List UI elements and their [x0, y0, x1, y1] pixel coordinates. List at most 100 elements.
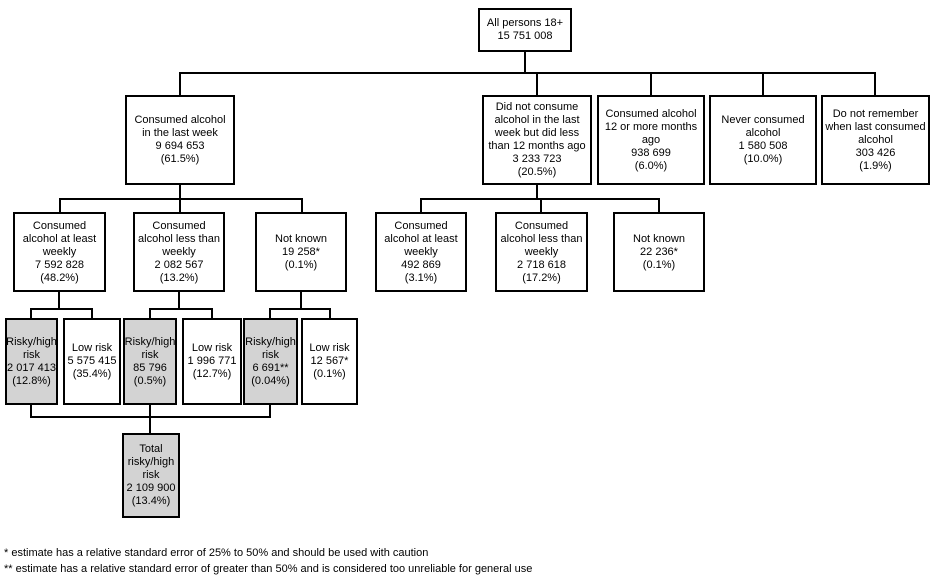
connector-line: [179, 198, 181, 212]
connector-line: [420, 198, 422, 212]
connector-line: [536, 72, 538, 95]
node-value: 5 575 415: [67, 355, 117, 367]
node-lessweekly-low-risk: Low risk 1 996 771 (12.7%): [182, 318, 242, 405]
connector-line: [269, 308, 271, 318]
node-value: 22 236*: [640, 245, 678, 258]
connector-line: [650, 72, 652, 95]
connector-line: [59, 198, 61, 212]
node-percent: (3.1%): [404, 271, 438, 284]
node-value: 15 751 008: [497, 30, 553, 42]
node-value: 19 258*: [282, 245, 320, 258]
footnotes: * estimate has a relative standard error…: [4, 545, 532, 577]
node-label: Not known: [633, 232, 685, 245]
node-percent: (61.5%): [160, 153, 200, 165]
node-value: 1 580 508: [738, 140, 788, 152]
node-value: 85 796: [133, 361, 167, 374]
node-weekly-risky-high-risk: Risky/high risk 2 017 413 (12.8%): [5, 318, 58, 405]
connector-line: [536, 185, 538, 198]
node-label: Low risk: [71, 342, 113, 354]
node-percent: (12.8%): [12, 374, 51, 387]
node-percent: (0.1%): [313, 368, 346, 380]
node-value: 2 017 413: [7, 361, 56, 374]
node-percent: (13.4%): [131, 495, 171, 507]
connector-line: [301, 198, 303, 212]
node-label: Did not consume alcohol in the last week…: [488, 101, 586, 152]
node-lastweek-not-known: Not known 19 258* (0.1%): [255, 212, 347, 292]
node-label: Not known: [275, 232, 327, 245]
node-12-or-more-months-ago: Consumed alcohol 12 or more months ago 9…: [597, 95, 705, 185]
node-value: 938 699: [631, 146, 671, 159]
node-percent: (13.2%): [159, 271, 199, 284]
node-value: 6 691**: [252, 361, 289, 374]
node-value: 3 233 723: [512, 153, 562, 165]
node-percent: (0.1%): [284, 258, 318, 271]
node-label: Consumed alcohol 12 or more months ago: [604, 107, 698, 146]
node-value: 2 082 567: [154, 258, 204, 271]
connector-line: [762, 72, 764, 95]
connector-line: [269, 403, 271, 418]
node-never-consumed: Never consumed alcohol 1 580 508 (10.0%): [709, 95, 817, 185]
connector-line: [329, 308, 331, 318]
node-notknown-risky-high-risk: Risky/high risk 6 691** (0.04%): [243, 318, 298, 405]
connector-line: [211, 308, 213, 318]
node-percent: (48.2%): [40, 271, 79, 284]
connector-line: [179, 185, 181, 198]
node-percent: (6.0%): [634, 159, 668, 172]
node-label: Consumed alcohol less than weekly: [500, 219, 583, 258]
connector-line: [524, 52, 526, 72]
node-notlastweek-at-least-weekly: Consumed alcohol at least weekly 492 869…: [375, 212, 467, 292]
node-label: Do not remember when last consumed alcoh…: [825, 107, 926, 146]
node-percent: (35.4%): [72, 368, 112, 380]
node-percent: (20.5%): [517, 166, 557, 178]
connector-line: [30, 403, 32, 418]
node-value: 2 718 618: [517, 258, 566, 271]
node-label: Total risky/high risk: [127, 443, 175, 481]
node-weekly-low-risk: Low risk 5 575 415 (35.4%): [63, 318, 121, 405]
footnote-double-asterisk: ** estimate has a relative standard erro…: [4, 563, 533, 575]
node-label: Consumed alcohol at least weekly: [22, 219, 97, 258]
node-percent: (0.1%): [642, 258, 676, 271]
node-all-persons-18plus: All persons 18+ 15 751 008: [478, 8, 572, 52]
node-label: Risky/high risk: [245, 335, 296, 361]
node-label: All persons 18+: [486, 17, 564, 29]
node-value: 9 694 653: [155, 140, 205, 152]
node-label: Low risk: [191, 342, 233, 354]
node-percent: (0.04%): [251, 374, 290, 387]
connector-line: [149, 308, 213, 310]
node-notknown-low-risk: Low risk 12 567* (0.1%): [301, 318, 358, 405]
node-value: 2 109 900: [126, 482, 176, 494]
node-value: 12 567*: [310, 355, 349, 367]
connector-line: [179, 72, 876, 74]
node-label: Consumed alcohol less than weekly: [138, 219, 220, 258]
footnote-single-asterisk: * estimate has a relative standard error…: [4, 547, 429, 559]
node-value: 1 996 771: [187, 355, 237, 367]
node-percent: (10.0%): [743, 153, 783, 165]
node-consumed-last-week: Consumed alcohol in the last week 9 694 …: [125, 95, 235, 185]
node-total-risky-high-risk: Total risky/high risk 2 109 900 (13.4%): [122, 433, 180, 518]
node-value: 303 426: [855, 146, 896, 159]
node-lessweekly-risky-high-risk: Risky/high risk 85 796 (0.5%): [123, 318, 177, 405]
node-percent: (17.2%): [522, 271, 561, 284]
connector-line: [874, 72, 876, 95]
connector-line: [58, 292, 60, 308]
node-value: 7 592 828: [35, 258, 84, 271]
connector-line: [178, 292, 180, 308]
node-notlastweek-not-known: Not known 22 236* (0.1%): [613, 212, 705, 292]
node-lastweek-at-least-weekly: Consumed alcohol at least weekly 7 592 8…: [13, 212, 106, 292]
connector-line: [59, 198, 303, 200]
connector-line: [300, 292, 302, 308]
node-label: Consumed alcohol at least weekly: [384, 219, 458, 258]
connector-line: [658, 198, 660, 212]
node-notlastweek-less-than-weekly: Consumed alcohol less than weekly 2 718 …: [495, 212, 588, 292]
node-do-not-remember: Do not remember when last consumed alcoh…: [821, 95, 930, 185]
connector-line: [149, 403, 151, 418]
connector-line: [269, 308, 331, 310]
node-label: Risky/high risk: [124, 335, 176, 361]
connector-line: [91, 308, 93, 318]
node-value: 492 869: [401, 258, 441, 271]
node-percent: (0.5%): [133, 374, 167, 387]
node-not-last-week: Did not consume alcohol in the last week…: [482, 95, 592, 185]
connector-line: [30, 308, 93, 310]
node-label: Never consumed alcohol: [721, 114, 805, 139]
